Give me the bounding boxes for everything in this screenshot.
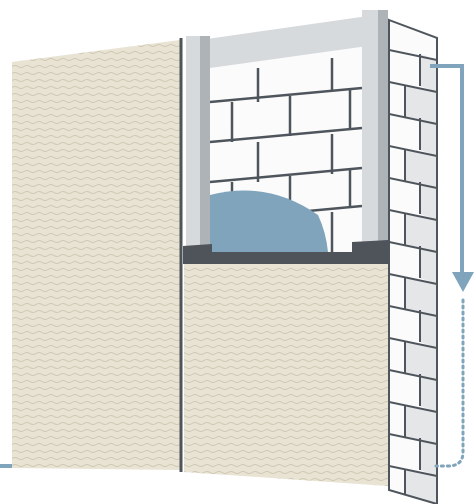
cladding-panel-right xyxy=(184,264,388,486)
airflow-return-dotted-icon xyxy=(436,300,463,466)
cladding-panel-left xyxy=(12,40,180,470)
brick-wall-side xyxy=(389,20,437,504)
